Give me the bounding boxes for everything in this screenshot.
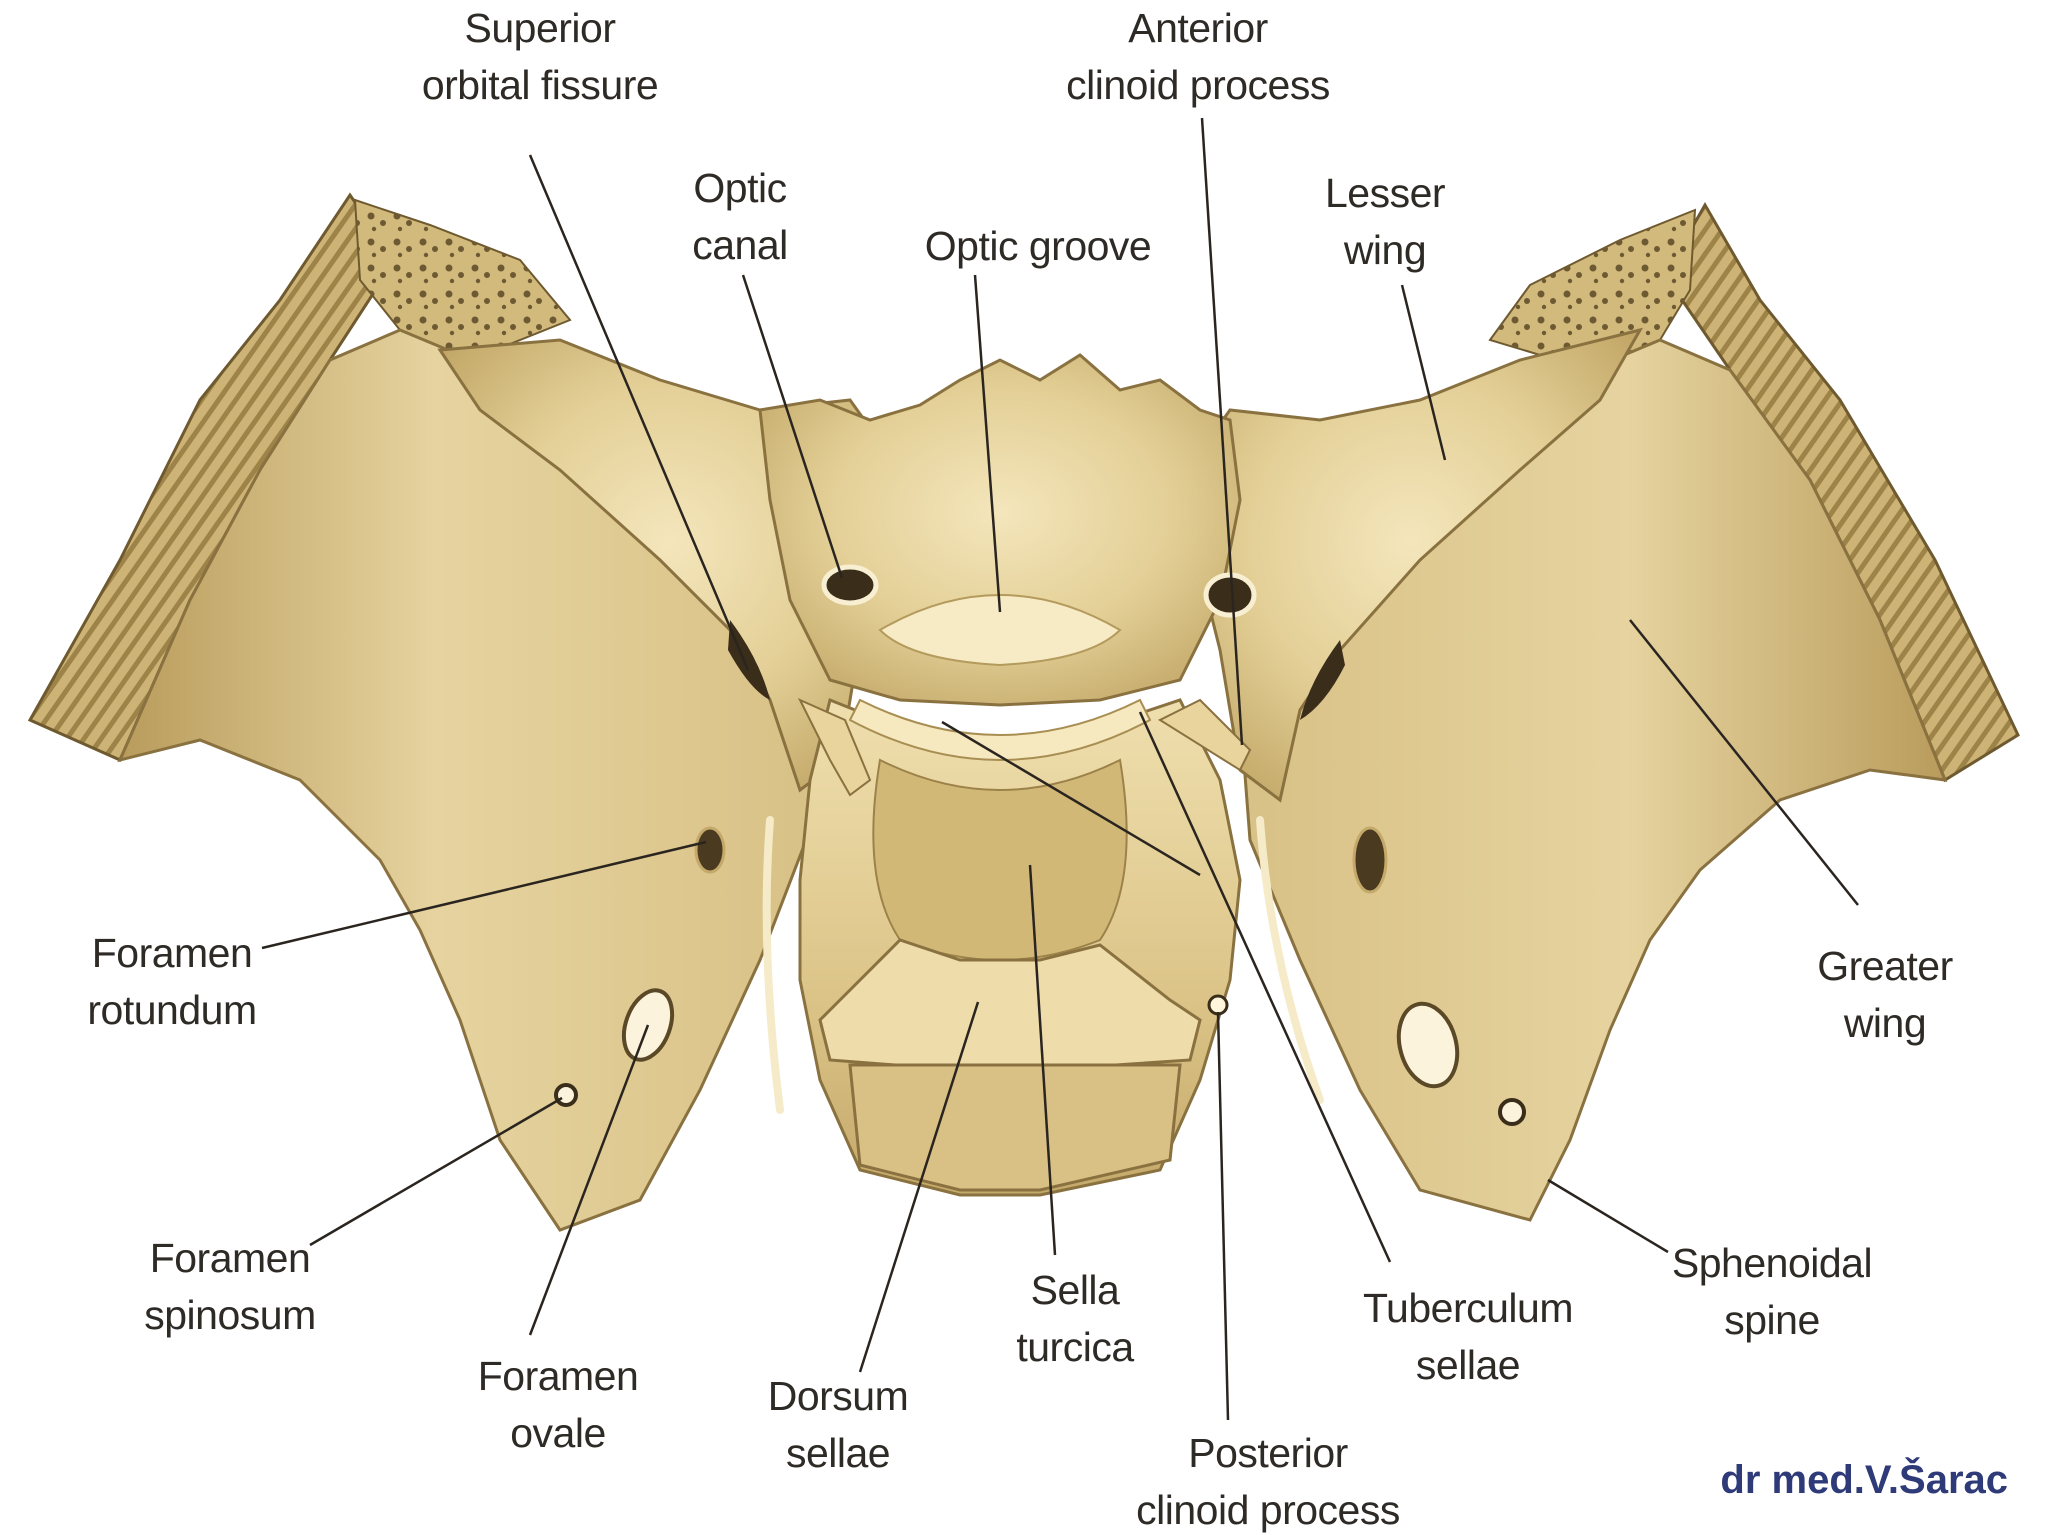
right-foramen-ovale bbox=[1396, 1001, 1460, 1089]
label-line: Dorsum bbox=[767, 1373, 909, 1419]
label-line: sellae bbox=[1415, 1342, 1521, 1388]
label-lesser-wing: Lesser wing bbox=[1324, 165, 1446, 279]
label-line: Foramen bbox=[477, 1353, 639, 1399]
left-anterior-clinoid bbox=[797, 697, 872, 797]
label-tuberculum-sellae: Tuberculum sellae bbox=[1363, 1280, 1573, 1394]
label-line: Foramen bbox=[149, 1235, 311, 1281]
right-superior-orbital-fissure bbox=[1300, 640, 1345, 720]
label-line: Optic groove bbox=[924, 223, 1152, 269]
right-lateral-ridge bbox=[1256, 816, 1324, 1104]
right-optic-canal-opening bbox=[1203, 572, 1257, 618]
left-optic-canal-opening bbox=[821, 564, 879, 606]
right-lesser-wing bbox=[1178, 327, 1644, 803]
leader-sphenoidal-spine bbox=[1547, 1178, 1669, 1254]
label-foramen-spinosum: Foramen spinosum bbox=[144, 1230, 316, 1344]
right-anterior-clinoid bbox=[1157, 698, 1252, 772]
label-optic-canal: Optic canal bbox=[692, 160, 788, 274]
clivus-lower-body bbox=[848, 1063, 1182, 1192]
label-line: Sphenoidal bbox=[1671, 1240, 1873, 1286]
label-line: sellae bbox=[785, 1430, 891, 1476]
label-line: Posterior bbox=[1188, 1430, 1348, 1476]
right-foramen-spinosum bbox=[1498, 1098, 1526, 1126]
label-superior-orbital-fissure: Superior orbital fissure bbox=[421, 0, 659, 114]
label-sphenoidal-spine: Sphenoidal spine bbox=[1671, 1235, 1873, 1349]
label-line: Lesser bbox=[1324, 170, 1446, 216]
sphenoid-jugum bbox=[758, 353, 1242, 707]
label-line: Optic bbox=[693, 165, 787, 211]
left-foramen-spinosum bbox=[554, 1083, 578, 1107]
label-anterior-clinoid-process: Anterior clinoid process bbox=[1066, 0, 1330, 114]
right-foramen-rotundum bbox=[1352, 826, 1388, 894]
label-line: orbital fissure bbox=[421, 62, 659, 108]
hypophyseal-fossa bbox=[872, 758, 1128, 961]
label-line: rotundum bbox=[87, 987, 257, 1033]
left-foramen-rotundum bbox=[694, 826, 726, 874]
label-posterior-clinoid-process: Posterior clinoid process bbox=[1136, 1425, 1400, 1535]
leader-lines bbox=[261, 117, 1859, 1421]
label-line: Anterior bbox=[1128, 5, 1268, 51]
label-optic-groove: Optic groove bbox=[924, 218, 1152, 275]
leader-optic-groove bbox=[973, 274, 1002, 613]
label-line: Greater bbox=[1817, 943, 1953, 989]
leader-foramen-rotundum bbox=[261, 840, 707, 950]
label-line: Tuberculum bbox=[1363, 1285, 1573, 1331]
label-line: spine bbox=[1724, 1297, 1820, 1343]
leader-foramen-spinosum bbox=[309, 1096, 563, 1247]
label-line: clinoid process bbox=[1136, 1487, 1400, 1533]
label-line: Superior bbox=[464, 5, 616, 51]
label-dorsum-sellae: Dorsum sellae bbox=[768, 1368, 909, 1482]
label-line: ovale bbox=[510, 1410, 606, 1456]
label-line: wing bbox=[1843, 1000, 1927, 1046]
leader-anterior-clinoid bbox=[1200, 117, 1244, 746]
label-line: Foramen bbox=[91, 930, 253, 976]
label-foramen-rotundum: Foramen rotundum bbox=[87, 925, 257, 1039]
label-sella-turcica: Sella turcica bbox=[1016, 1262, 1134, 1376]
label-line: Sella bbox=[1030, 1267, 1120, 1313]
leader-posterior-clinoid bbox=[1216, 1011, 1230, 1421]
leader-tuberculum-sellae-2 bbox=[941, 720, 1201, 877]
posterior-clinoid-tip bbox=[1207, 994, 1229, 1016]
leader-dorsum-sellae bbox=[858, 1001, 980, 1373]
leader-superior-orbital-fissure bbox=[528, 154, 750, 671]
leader-foramen-ovale bbox=[528, 1024, 650, 1336]
optic-groove-surface bbox=[878, 594, 1122, 667]
left-spongy-bone bbox=[353, 198, 572, 362]
leader-sella-turcica bbox=[1028, 864, 1057, 1256]
leader-optic-canal bbox=[741, 274, 844, 579]
label-line: clinoid process bbox=[1066, 62, 1330, 108]
label-line: wing bbox=[1343, 227, 1427, 273]
left-superior-orbital-fissure bbox=[728, 620, 770, 700]
left-lateral-ridge bbox=[762, 816, 784, 1114]
leader-greater-wing bbox=[1629, 619, 1859, 906]
dorsum-sellae-plate bbox=[818, 938, 1202, 1072]
label-foramen-ovale: Foramen ovale bbox=[478, 1348, 639, 1462]
author-credit: dr med.V.Šarac bbox=[1720, 1458, 2008, 1502]
label-line: canal bbox=[692, 222, 788, 268]
leader-lesser-wing bbox=[1400, 284, 1447, 461]
label-line: spinosum bbox=[144, 1292, 316, 1338]
label-greater-wing: Greater wing bbox=[1817, 938, 1953, 1052]
leader-tuberculum-sellae bbox=[1138, 711, 1392, 1263]
label-line: turcica bbox=[1016, 1324, 1134, 1370]
